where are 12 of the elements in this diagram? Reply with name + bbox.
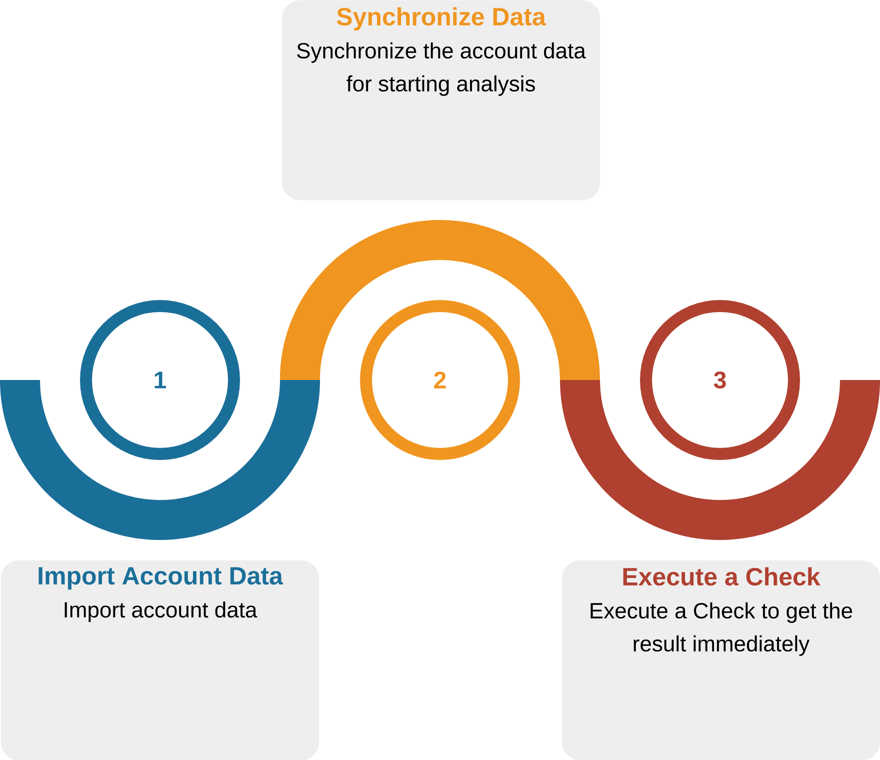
step-number: 3	[714, 372, 726, 389]
step-number: 1	[154, 372, 166, 388]
card-heading: Import Account Data	[38, 567, 284, 590]
step-ring	[360, 300, 520, 460]
card-text: Import account data	[64, 601, 258, 622]
card-text: Synchronize the account data for starting analysis	[297, 42, 586, 96]
step-number: 2	[434, 372, 446, 388]
card-heading: Synchronize Data	[336, 7, 546, 30]
step-ring	[80, 300, 240, 460]
card-heading: Execute a Check	[623, 567, 820, 586]
card-text: Execute a Check to get the result immediately	[590, 602, 852, 656]
step-ring	[640, 300, 800, 460]
